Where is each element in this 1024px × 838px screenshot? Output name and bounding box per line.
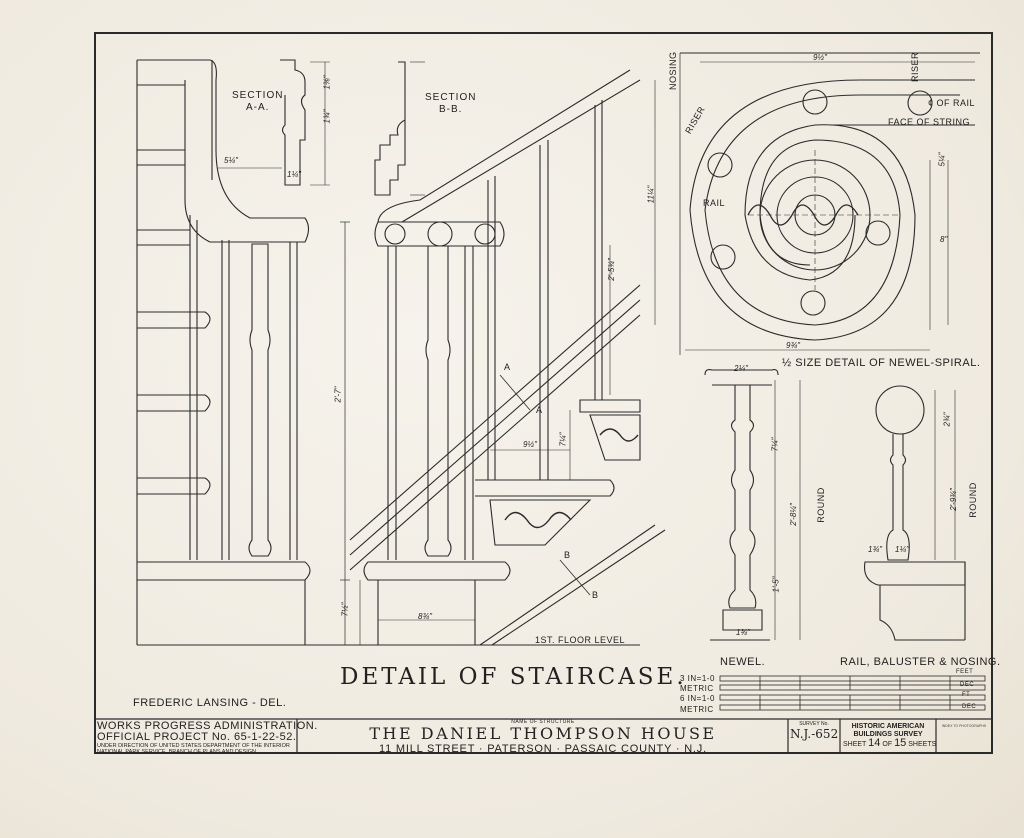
cl-rail-label: ¢ OF RAIL (928, 98, 976, 108)
dim-label: 2¼" (734, 364, 748, 373)
habs-line1: HISTORIC AMERICAN (851, 723, 925, 730)
section-b-profile (374, 61, 425, 196)
agency-line4: NATIONAL PARK SERVICE, BRANCH OF PLANS A… (97, 749, 257, 755)
structure-block: NAME OF STRUCTURE THE DANIEL THOMPSON HO… (300, 719, 786, 755)
section-a-letter: A-A. (246, 102, 270, 113)
agency-line3: UNDER DIRECTION OF UNITED STATES DEPARTM… (97, 743, 290, 749)
dim-label: 2'-9¾" (948, 488, 958, 511)
sheet-total: 15 (894, 737, 907, 749)
survey-block: SURVEY No. N.J.-652 (790, 721, 838, 741)
agency-line1: WORKS PROGRESS ADMINISTRATION. (97, 720, 318, 732)
scale-unit-label: FEET (956, 669, 974, 675)
habs-line2: BUILDINGS SURVEY (853, 731, 923, 738)
habs-block: HISTORIC AMERICAN BUILDINGS SURVEY SHEET… (843, 723, 937, 749)
dim-label: 5¼" (937, 152, 947, 167)
dim-label: 5¼" (224, 156, 238, 165)
section-a-word: SECTION (232, 90, 284, 101)
survey-number: N.J.-652 (790, 727, 839, 741)
structure-address: 11 MILL STREET · PATERSON · PASSAIC COUN… (379, 743, 707, 755)
scale-row-label: 3 IN=1-0 (680, 674, 715, 683)
delineator: FREDERIC LANSING - DEL. (133, 697, 287, 709)
front-elevation (349, 69, 666, 646)
dim-label: 1¼" (287, 170, 301, 179)
dim-label: 7¼" (770, 437, 780, 452)
section-b-word: SECTION (425, 92, 477, 103)
face-of-string-label: FACE OF STRING (888, 117, 971, 127)
newel-spiral-plan (654, 52, 980, 355)
rail-label: RAIL (703, 198, 726, 208)
dim-label: 8¾" (418, 612, 432, 621)
sheet-number: 14 (868, 737, 881, 749)
name-of-structure-label: NAME OF STRUCTURE (511, 719, 575, 725)
sheet-suffix: SHEETS (908, 741, 937, 748)
scale-unit-label: FT (962, 692, 971, 698)
floor-level-label: 1ST. FLOOR LEVEL (535, 635, 626, 645)
dim-label: 9¾" (786, 341, 800, 350)
sheet-count: SHEET 14 OF 15 SHEETS (843, 737, 937, 749)
section-b-label: SECTION B-B. (425, 92, 476, 116)
scale-row-label: METRIC (680, 705, 714, 714)
dim-label: 9½" (523, 440, 537, 449)
dim-label: 1¾" (736, 628, 750, 637)
scale-row-label: 6 IN=1-0 (680, 694, 715, 703)
spiral-caption: ½ SIZE DETAIL OF NEWEL-SPIRAL. (782, 357, 981, 369)
agency-line2: OFFICIAL PROJECT No. 65-1-22-52. (97, 731, 297, 743)
dim-label: 11¼" (646, 185, 656, 204)
scale-unit-label: DEC (960, 682, 975, 688)
dim-label: 2¾" (942, 412, 952, 427)
nosing-label: NOSING (668, 51, 678, 90)
rail-caption: RAIL, BALUSTER & NOSING. (840, 656, 1001, 668)
riser-top-label: RISER (910, 51, 921, 83)
sheet-of: OF (882, 741, 893, 748)
dim-label: 1¾" (322, 109, 332, 124)
dim-label: 8" (940, 235, 948, 244)
section-a-profile (218, 59, 330, 186)
title-block-frame (94, 718, 993, 754)
survey-label: SURVEY No. (799, 721, 829, 727)
dim-label: 9½" (813, 53, 827, 62)
dim-label: 1¼" (895, 545, 909, 554)
dim-label: 1⅜" (322, 75, 332, 90)
dim-label: 7¼" (558, 432, 568, 447)
dim-label: 7½" (340, 602, 350, 617)
scale-bars (719, 675, 986, 711)
dim-label: 2'-8¼" (788, 503, 798, 526)
agency-block: WORKS PROGRESS ADMINISTRATION. OFFICIAL … (97, 720, 318, 756)
section-mark-a1: A (504, 362, 511, 372)
section-b-letter: B-B. (439, 104, 463, 115)
sheet-prefix: SHEET (843, 741, 867, 748)
sheet-border (94, 32, 993, 754)
dim-label: 1'-5" (771, 576, 781, 593)
section-mark-a2: A (536, 405, 543, 415)
structure-name: THE DANIEL THOMPSON HOUSE (369, 724, 717, 743)
dim-label: 2'-5¾" (606, 258, 616, 281)
dim-label: 1¾" (868, 545, 882, 554)
dim-label: 2'-7" (333, 386, 343, 403)
section-mark-b2: B (592, 590, 599, 600)
round-label-rail: ROUND (967, 482, 978, 518)
side-elevation (136, 59, 640, 646)
section-mark-b1: B (564, 550, 571, 560)
copy-note: INDEX TO PHOTOGRAPHS (941, 724, 987, 728)
rail-baluster-nosing-detail (863, 385, 966, 641)
newel-elevation (704, 369, 801, 641)
scale-row-label: METRIC (680, 684, 714, 693)
newel-caption: NEWEL. (720, 656, 766, 668)
section-a-label: SECTION A-A. (232, 90, 283, 114)
scale-unit-label: DEC (962, 704, 977, 710)
drawing-title: DETAIL OF STAIRCASE. (340, 664, 687, 690)
round-label-newel: ROUND (815, 487, 826, 523)
